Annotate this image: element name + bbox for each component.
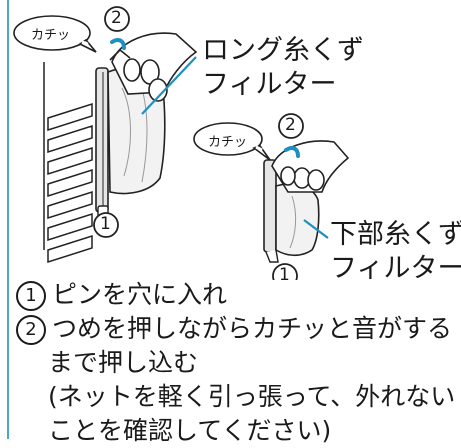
hand-long-filter <box>109 32 198 102</box>
click-label-lower: カチッ <box>208 135 248 150</box>
instruction-panel: カチッ 2 1 ロング糸くず フィルター カチッ 2 1 下部糸くず フィルター… <box>7 0 461 445</box>
click-label-long: カチッ <box>31 28 71 43</box>
step-2-marker: 2 <box>16 315 46 345</box>
left-accent-rule <box>7 0 9 439</box>
step-2-line4: ことを確認してください) <box>48 416 332 445</box>
step-circle-1-lower <box>272 263 298 280</box>
callout-long-filter-line2: フィルター <box>202 69 337 100</box>
step-1-text: ピンを穴に入れ <box>52 280 228 309</box>
press-arrow-lower <box>284 146 300 158</box>
long-lint-filter-frame <box>95 67 109 219</box>
washer-tub-slots <box>43 62 93 264</box>
callout-lower-filter-line2: フィルター <box>330 253 461 284</box>
step-circle-2-lower <box>278 113 304 139</box>
press-arrow-long <box>110 38 126 50</box>
step-2-line2: まで押し込む <box>48 348 199 377</box>
step-number-2-lower: 2 <box>285 115 296 135</box>
step-circle-1-long <box>93 212 119 238</box>
callout-leader-lower <box>303 219 329 239</box>
step-number-1-lower: 1 <box>279 265 290 285</box>
click-bubble-lower <box>193 122 271 161</box>
hand-lower-filter <box>271 140 350 193</box>
click-bubble-long <box>13 15 97 53</box>
step-2-line3: (ネットを軽く引っ張って、外れない <box>48 382 456 411</box>
lower-lint-filter-net <box>275 183 320 257</box>
callout-leader-long <box>141 56 197 115</box>
callout-long-filter-line1: ロング糸くず <box>202 35 364 66</box>
step-circle-2-long <box>104 6 130 32</box>
step-1-marker: 1 <box>16 281 46 311</box>
step-2-text-line1: つめを押しながらカチッと音がする <box>52 314 453 343</box>
filter-installation-illustration <box>13 6 350 280</box>
callout-lower-filter-line1: 下部糸くず <box>330 219 461 250</box>
step-number-1-long: 1 <box>100 214 111 234</box>
step-number-2-long: 2 <box>111 8 122 28</box>
